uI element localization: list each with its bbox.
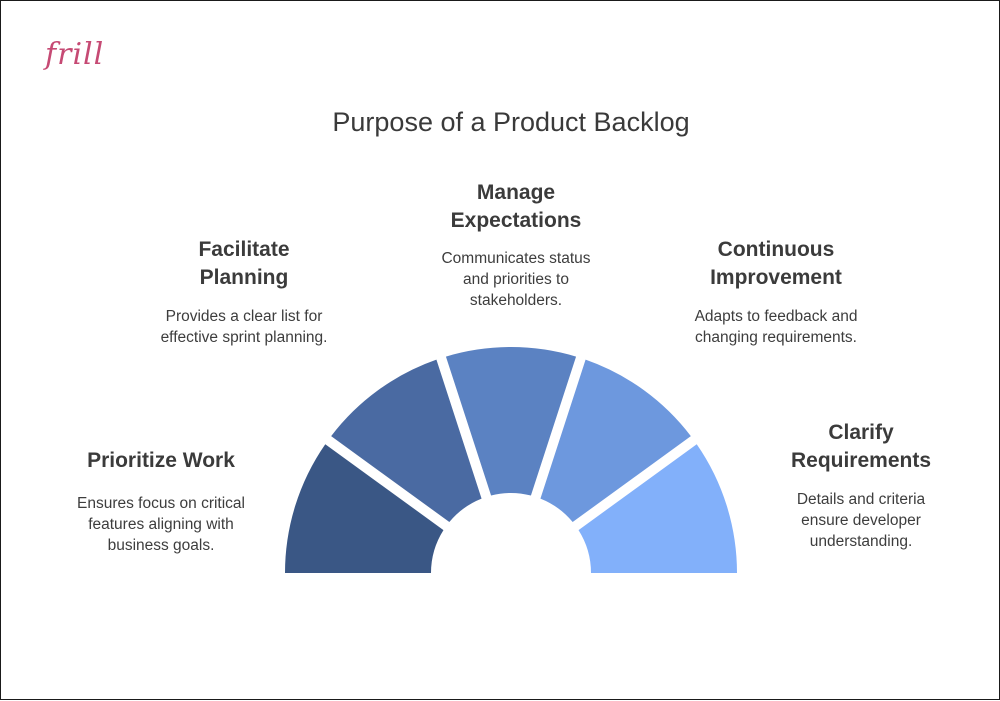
label-prioritize-work: Prioritize Work Ensures focus on critica… [41,447,281,556]
description-prioritize-work: Ensures focus on critical features align… [77,495,245,554]
label-clarify-requirements: Clarify Requirements Details and criteri… [747,419,975,552]
segment-clarify-requirements [578,444,737,573]
heading-clarify-requirements: Clarify Requirements [790,421,932,472]
segment-continuous-improvement [540,359,691,523]
frill-logo: frill [45,37,105,72]
diagram-title: Purpose of a Product Backlog [332,107,690,137]
description-continuous-improvement: Adapts to feedback and changing requirem… [694,308,858,346]
label-facilitate-planning: Facilitate Planning Provides a clear lis… [129,236,359,348]
segment-prioritize-work [285,444,444,573]
label-continuous-improvement: Continuous Improvement Adapts to feedbac… [661,236,891,348]
heading-prioritize-work: Prioritize Work [87,449,235,472]
description-clarify-requirements: Details and criteria ensure developer un… [796,491,926,550]
heading-facilitate-planning: Facilitate Planning [198,238,290,289]
description-facilitate-planning: Provides a clear list for effective spri… [160,308,328,346]
segment-manage-expectations [445,346,577,496]
description-manage-expectations: Communicates status and priorities to st… [441,250,591,309]
heading-continuous-improvement: Continuous Improvement [710,238,842,289]
heading-manage-expectations: Manage Expectations [450,181,582,232]
segment-facilitate-planning [331,359,482,523]
label-manage-expectations: Manage Expectations Communicates status … [401,179,631,311]
